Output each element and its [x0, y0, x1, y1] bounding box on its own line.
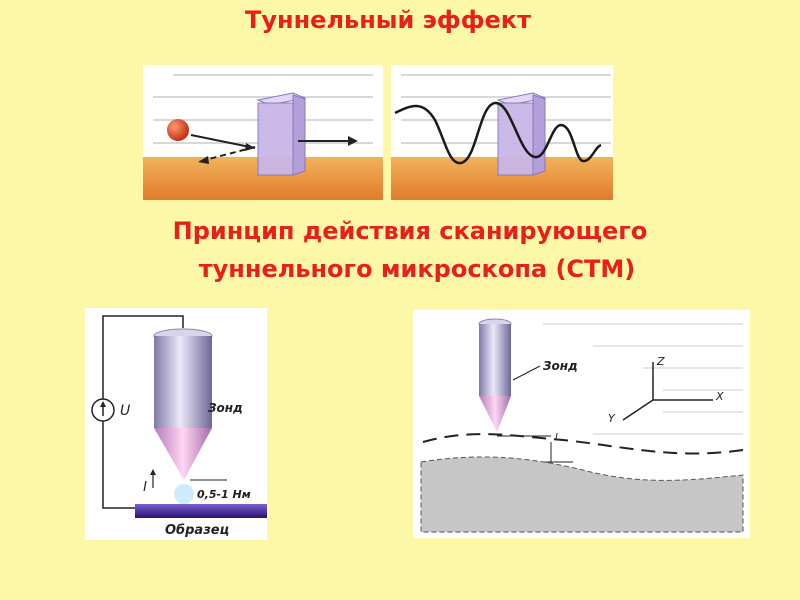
circuit-wire — [102, 315, 184, 509]
axis-z-label: Z — [656, 355, 665, 368]
slide-title: Туннельный эффект — [0, 6, 800, 34]
sample-relief — [420, 456, 744, 533]
probe-label: Зонд — [208, 401, 243, 415]
gap-label: 0,5-1 Нм — [197, 488, 251, 501]
slide-subtitle: Принцип действия сканирующего туннельног… — [60, 212, 760, 288]
barrier-block — [256, 92, 307, 176]
wave-tunneling-panel — [391, 65, 613, 200]
scan-trajectory — [422, 433, 744, 455]
scan-probe-icon — [478, 318, 512, 432]
subtitle-line-2: туннельного микроскопа (СТМ) — [198, 255, 636, 283]
axis-y-label: Y — [608, 412, 616, 425]
tunnel-current-glow — [174, 484, 194, 504]
stm-scanning-diagram: Зонд Z X Y L — [413, 310, 750, 538]
probe-tip-icon — [153, 328, 213, 480]
axes-icon — [622, 362, 713, 421]
distance-label: L — [555, 432, 561, 443]
slide-title-text: Туннельный эффект — [245, 6, 531, 34]
scan-probe-label: Зонд — [543, 359, 578, 373]
wave-function-curve — [394, 101, 602, 165]
stm-circuit-diagram: U Зонд I 0,5-1 Нм Образец — [85, 308, 267, 540]
tunnel-effect-illustration — [143, 65, 613, 200]
voltage-label: U — [120, 403, 130, 419]
axis-x-label: X — [715, 390, 724, 403]
sample-label: Образец — [165, 523, 229, 538]
sample-surface — [135, 504, 267, 518]
particle-reflection-panel — [143, 65, 383, 200]
subtitle-line-1: Принцип действия сканирующего — [172, 217, 648, 245]
current-label: I — [143, 480, 147, 495]
particle-ball — [167, 119, 189, 141]
